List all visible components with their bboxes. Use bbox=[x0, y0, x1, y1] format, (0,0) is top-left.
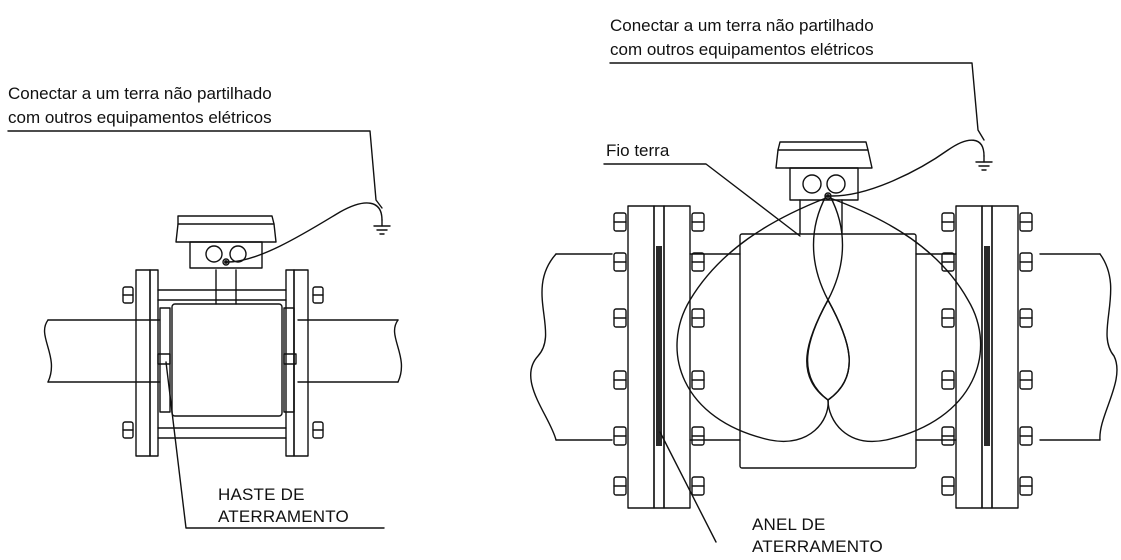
left-outlet-pipe bbox=[298, 320, 401, 382]
left-ground-wire bbox=[228, 203, 382, 262]
bolt-icon bbox=[692, 213, 704, 231]
bolt-icon bbox=[614, 477, 626, 495]
right-converter-base bbox=[790, 168, 858, 200]
bolt-icon bbox=[614, 427, 626, 445]
right-meter-body bbox=[740, 234, 916, 468]
bolt-icon bbox=[692, 371, 704, 389]
left-note-line-1: Conectar a um terra não partilhado bbox=[8, 84, 272, 103]
right-bond-wire-b bbox=[828, 198, 981, 441]
fio-terra-label: Fio terra bbox=[606, 141, 670, 160]
right-inlet-pipe bbox=[531, 254, 612, 440]
right-ring-leader bbox=[660, 432, 716, 542]
ground-symbol-icon bbox=[374, 220, 390, 234]
right-meter-assembly bbox=[531, 63, 1117, 542]
right-note-line-1: Conectar a um terra não partilhado bbox=[610, 16, 874, 35]
bolt-icon bbox=[942, 427, 954, 445]
fio-terra-leader bbox=[604, 164, 800, 236]
left-meter-assembly bbox=[8, 131, 401, 528]
right-flange-c bbox=[664, 206, 690, 508]
bolt-icon bbox=[692, 477, 704, 495]
bolt-icon bbox=[313, 422, 323, 438]
right-flange-f bbox=[992, 206, 1018, 508]
bolt-icon bbox=[313, 287, 323, 303]
bolt-icon bbox=[1020, 477, 1032, 495]
bolt-icon bbox=[1020, 371, 1032, 389]
right-converter-cover bbox=[776, 142, 872, 168]
left-flange-b bbox=[150, 270, 158, 456]
right-grounding-ring-b bbox=[984, 246, 990, 446]
left-rod-label-line-2: ATERRAMENTO bbox=[218, 507, 349, 526]
bolt-icon bbox=[1020, 253, 1032, 271]
bolt-icon bbox=[942, 309, 954, 327]
right-grounding-ring-a bbox=[656, 246, 662, 446]
left-note-line-2: com outros equipamentos elétricos bbox=[8, 108, 272, 127]
left-grounding-rod-a bbox=[160, 308, 170, 412]
left-converter-cover bbox=[176, 216, 276, 242]
left-rod-label-line-1: HASTE DE bbox=[218, 485, 305, 504]
right-bond-wire-a bbox=[677, 198, 828, 441]
right-note-line-2: com outros equipamentos elétricos bbox=[610, 40, 874, 59]
bolt-icon bbox=[942, 477, 954, 495]
bolt-icon bbox=[692, 309, 704, 327]
left-flange-a bbox=[136, 270, 150, 456]
bolt-icon bbox=[1020, 427, 1032, 445]
cable-gland-icon bbox=[803, 175, 845, 193]
left-bolts bbox=[123, 287, 323, 438]
right-flange-a bbox=[628, 206, 654, 508]
bolt-icon bbox=[942, 253, 954, 271]
right-ring-label-line-2: ATERRAMENTO bbox=[752, 537, 883, 556]
bolt-icon bbox=[692, 253, 704, 271]
left-inlet-pipe bbox=[45, 320, 160, 382]
bolt-icon bbox=[1020, 309, 1032, 327]
bolt-icon bbox=[1020, 213, 1032, 231]
bolt-icon bbox=[123, 287, 133, 303]
right-ring-label-line-1: ANEL DE bbox=[752, 515, 826, 534]
bolt-icon bbox=[614, 371, 626, 389]
left-rod-clip-a bbox=[158, 354, 170, 364]
left-flange-c bbox=[286, 270, 294, 456]
left-converter-base bbox=[190, 242, 262, 268]
right-wire-loop-b bbox=[807, 196, 849, 400]
right-outlet-pipe bbox=[1040, 254, 1117, 440]
bolt-icon bbox=[123, 422, 133, 438]
right-bolts bbox=[614, 213, 1032, 495]
right-note-leader bbox=[610, 63, 984, 140]
bolt-icon bbox=[942, 213, 954, 231]
left-note-leader bbox=[8, 131, 382, 208]
bolt-icon bbox=[942, 371, 954, 389]
ground-symbol-icon bbox=[976, 156, 992, 170]
right-ground-wire bbox=[832, 140, 984, 196]
cable-gland-icon bbox=[206, 246, 246, 262]
bolt-icon bbox=[692, 427, 704, 445]
left-meter-body bbox=[172, 304, 282, 416]
left-rod-clip-b bbox=[284, 354, 296, 364]
left-rod-leader bbox=[166, 362, 384, 528]
bolt-icon bbox=[614, 309, 626, 327]
right-flange-d bbox=[956, 206, 982, 508]
bolt-icon bbox=[614, 253, 626, 271]
bolt-icon bbox=[614, 213, 626, 231]
